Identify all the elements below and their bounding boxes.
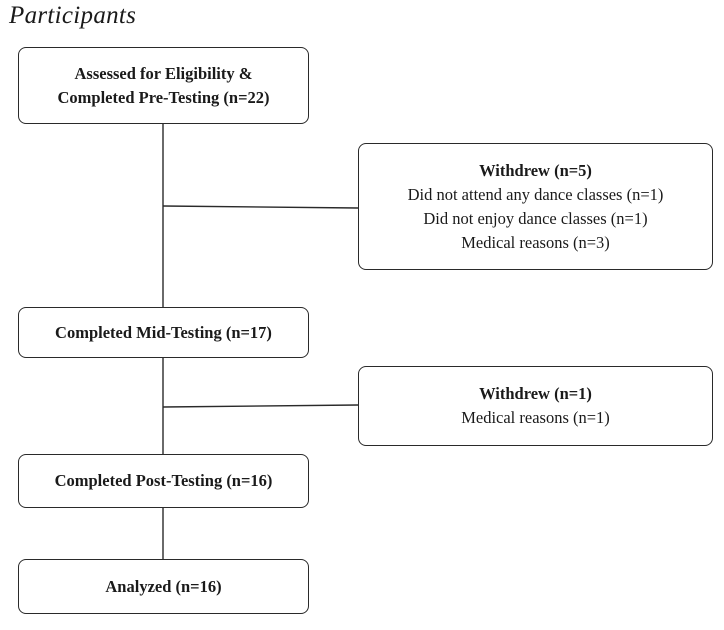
withdrew-reason: Did not attend any dance classes (n=1)	[407, 184, 664, 204]
box-withdrew-after-mid: Withdrew (n=1) Medical reasons (n=1)	[358, 366, 713, 446]
box-text-line: Completed Mid-Testing (n=17)	[55, 322, 272, 342]
box-text-line: Completed Pre-Testing (n=22)	[57, 87, 270, 107]
box-text-line: Completed Post-Testing (n=16)	[54, 471, 273, 490]
box-text-line: Assessed for Eligibility &	[74, 63, 253, 83]
connector-branch-withdrew-1	[162, 205, 359, 209]
box-analyzed: Analyzed (n=16)	[18, 559, 309, 614]
connector-branch-withdrew-2	[162, 404, 359, 408]
withdrew-reason: Medical reasons (n=3)	[461, 232, 610, 252]
box-post-testing: Completed Post-Testing (n=16)	[18, 454, 309, 508]
withdrew-title: Withdrew (n=5)	[479, 160, 592, 180]
withdrew-reason: Did not enjoy dance classes (n=1)	[423, 208, 648, 228]
box-text-line: Analyzed (n=16)	[105, 576, 222, 596]
withdrew-reason: Medical reasons (n=1)	[461, 408, 610, 427]
box-mid-testing: Completed Mid-Testing (n=17)	[18, 307, 309, 358]
withdrew-title: Withdrew (n=1)	[479, 384, 592, 403]
box-assessed-pre-testing: Assessed for Eligibility & Completed Pre…	[18, 47, 309, 124]
box-withdrew-after-pre: Withdrew (n=5) Did not attend any dance …	[358, 143, 713, 270]
diagram-heading: Participants	[9, 2, 137, 29]
